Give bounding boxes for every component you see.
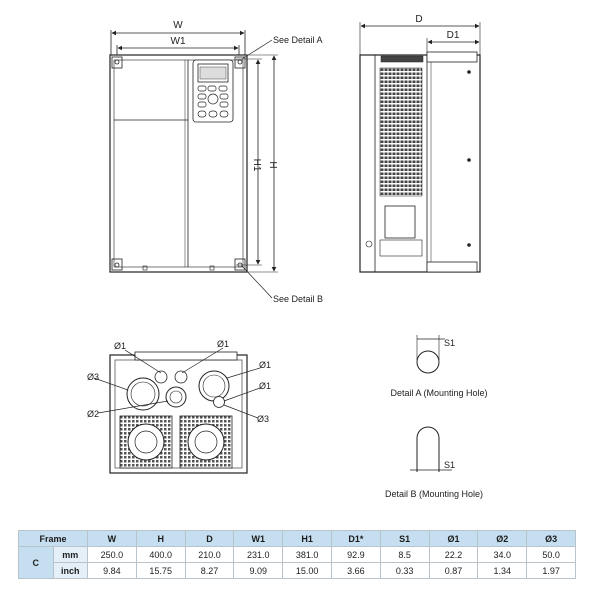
table-cell: 22.2 (428, 546, 479, 563)
dimension-table: Frame W H D W1 H1 D1* S1 Ø1 Ø2 Ø3 C mm 2… (18, 530, 576, 579)
hole-label-phi1-top-right: Ø1 (217, 339, 229, 349)
header-phi1: Ø1 (428, 530, 479, 547)
table-cell: 92.9 (330, 546, 381, 563)
side-label-plate (384, 205, 416, 239)
header-w: W (87, 530, 137, 547)
cooling-fans (119, 415, 233, 469)
hole-label-phi1-right-upper: Ø1 (259, 360, 271, 370)
detail-b-caption: Detail B (Mounting Hole) (385, 489, 483, 499)
table-cell: 34.0 (477, 546, 528, 563)
header-d: D (184, 530, 235, 547)
side-view: D D1 (359, 14, 481, 273)
table-cell: 381.0 (282, 546, 332, 563)
width1-label: W1 (171, 36, 186, 47)
keypad (192, 59, 234, 123)
table-cell: 400.0 (135, 546, 186, 563)
table-cell: 3.66 (330, 562, 381, 579)
table-cell: 8.27 (184, 562, 235, 579)
unit-cell: inch (52, 562, 88, 579)
unit-cell: mm (52, 546, 88, 563)
hole-label-phi3-right: Ø3 (257, 414, 269, 424)
table-cell: 9.09 (233, 562, 284, 579)
header-phi3: Ø3 (526, 530, 576, 547)
header-s1: S1 (379, 530, 430, 547)
bottom-view: Ø1 Ø1 Ø1 Ø3 Ø1 Ø2 Ø3 (87, 339, 271, 474)
header-w1: W1 (233, 530, 284, 547)
table-cell: 8.5 (379, 546, 430, 563)
table-cell: 15.00 (282, 562, 332, 579)
header-d1: D1* (330, 530, 381, 547)
hole-label-phi2: Ø2 (87, 409, 99, 419)
table-header-row: Frame W H D W1 H1 D1* S1 Ø1 Ø2 Ø3 (18, 530, 576, 547)
table-cell: 15.75 (135, 562, 186, 579)
detail-b-callout: See Detail B (273, 294, 323, 304)
detail-a-caption: Detail A (Mounting Hole) (390, 388, 487, 398)
table-cell: 250.0 (87, 546, 137, 563)
detail-a-callout: See Detail A (273, 35, 323, 45)
header-h: H (135, 530, 186, 547)
detail-b-slot (416, 426, 440, 472)
detail-a-hole (416, 350, 440, 374)
hole-label-phi1-right-lower: Ø1 (259, 381, 271, 391)
table-cell: 0.87 (428, 562, 479, 579)
frame-cell: C (18, 546, 54, 579)
depth1-label: D1 (447, 30, 460, 41)
conduit-holes (126, 370, 230, 411)
table-cell: 1.34 (477, 562, 528, 579)
depth-label: D (415, 14, 422, 25)
hole-label-phi3-left: Ø3 (87, 372, 99, 382)
detail-b: S1 Detail B (Mounting Hole) (385, 426, 483, 499)
detail-a: S1 Detail A (Mounting Hole) (390, 335, 488, 398)
table-cell: 0.33 (379, 562, 430, 579)
table-cell: 210.0 (184, 546, 235, 563)
table-cell: 1.97 (526, 562, 576, 579)
height-label: H (267, 161, 278, 168)
width-label: W (173, 20, 183, 31)
table-row: C mm 250.0 400.0 210.0 231.0 381.0 92.9 … (18, 546, 576, 579)
header-phi2: Ø2 (477, 530, 528, 547)
detail-a-s1-label: S1 (444, 338, 455, 348)
header-frame: Frame (18, 530, 88, 547)
table-row: inch 9.84 15.75 8.27 9.09 15.00 3.66 0.3… (19, 562, 576, 579)
front-view: W W1 (109, 20, 323, 304)
table-cell: 231.0 (233, 546, 284, 563)
height1-label: H1 (251, 159, 262, 172)
hole-label-phi1-top-left: Ø1 (114, 341, 126, 351)
header-h1: H1 (282, 530, 332, 547)
detail-b-s1-label: S1 (444, 460, 455, 470)
table-cell: 50.0 (526, 546, 576, 563)
table-cell: 9.84 (87, 562, 137, 579)
side-vents (379, 67, 423, 197)
